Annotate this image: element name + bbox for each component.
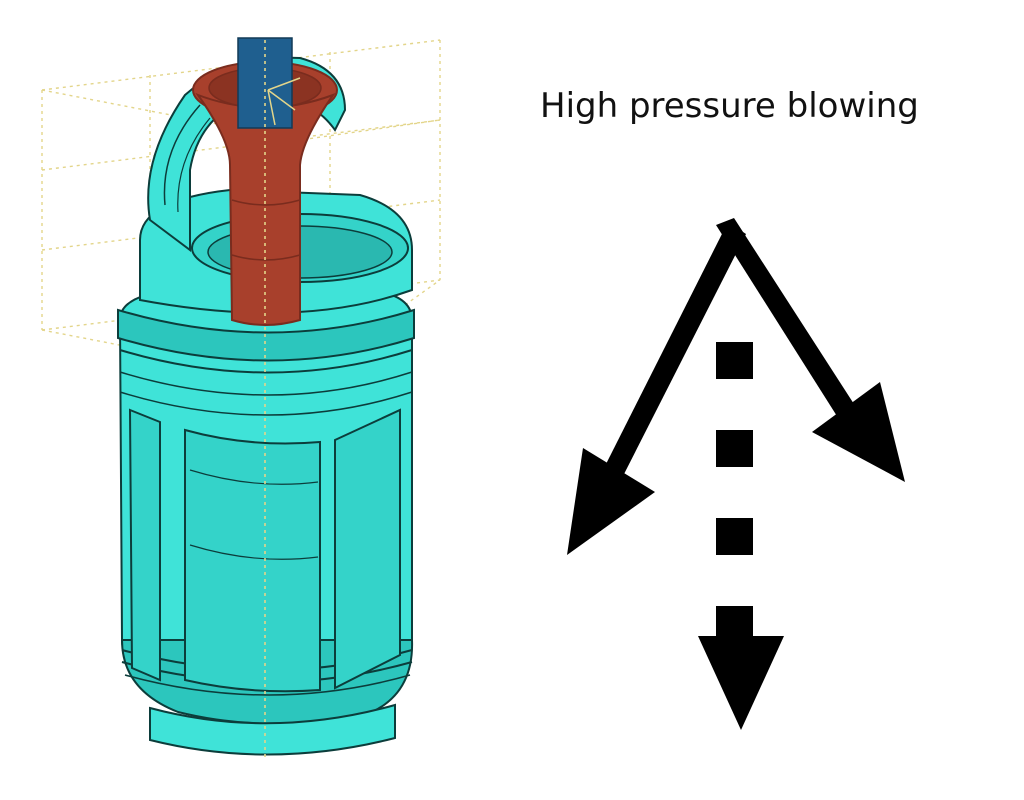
air-pipe-icon bbox=[237, 37, 301, 760]
construction-grid bbox=[41, 39, 441, 381]
caption: High pressure blowing bbox=[540, 86, 919, 126]
pressure-arrows-icon bbox=[567, 218, 905, 730]
